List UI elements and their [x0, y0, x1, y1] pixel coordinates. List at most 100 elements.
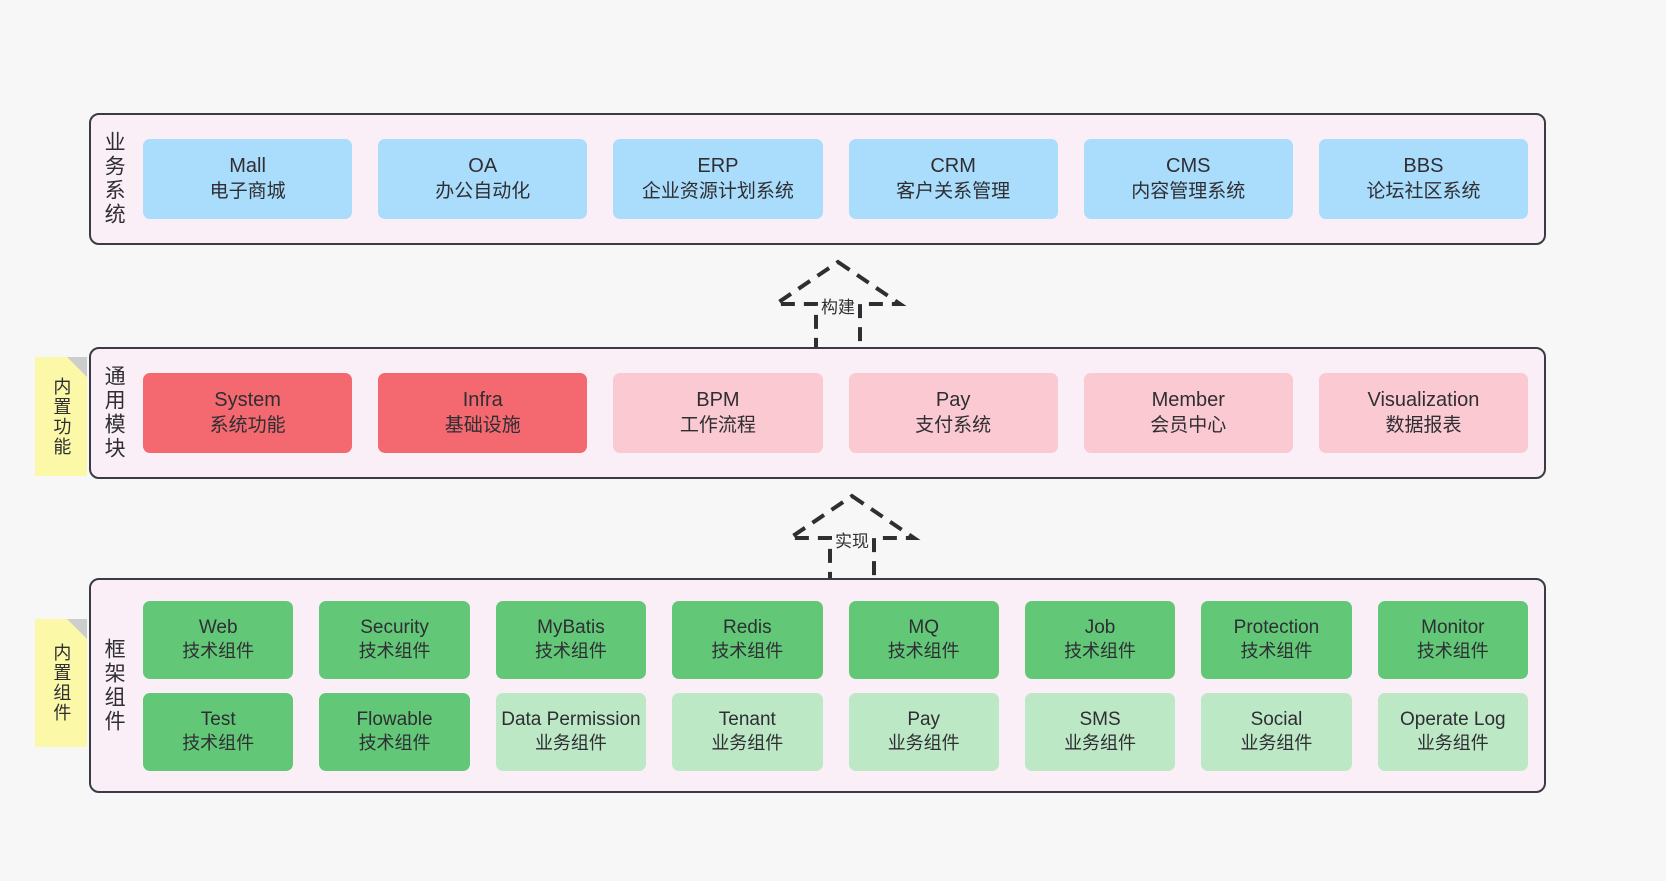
layer-title-common: 通用模块 [102, 365, 126, 461]
card-title-cn: 企业资源计划系统 [641, 180, 794, 202]
card-title-en: System [214, 389, 281, 412]
card-flowable[interactable]: Flowable 技术组件 [319, 692, 470, 771]
card-member[interactable]: Member 会员中心 [1083, 373, 1293, 453]
card-title-cn: 技术组件 [1064, 641, 1137, 662]
card-title-cn: 数据报表 [1385, 414, 1462, 436]
arrow-build: 构建 [748, 256, 928, 356]
card-title-cn: 业务组件 [534, 733, 607, 754]
card-title-cn: 客户关系管理 [896, 180, 1011, 202]
card-title-en: Pay [935, 389, 971, 412]
card-bpm[interactable]: BPM 工作流程 [613, 373, 823, 453]
card-row: Mall 电子商城 OA 办公自动化 ERP 企业资源计划系统 CRM 客户关系… [143, 139, 1529, 219]
card-title-en: Monitor [1421, 616, 1485, 638]
card-mq[interactable]: MQ 技术组件 [848, 600, 999, 679]
card-operate-log[interactable]: Operate Log 业务组件 [1377, 692, 1528, 771]
layer-common-modules: 通用模块 System 系统功能 Infra 基础设施 BPM 工作流程 Pay… [89, 347, 1546, 479]
card-title-en: Infra [462, 389, 503, 412]
card-title-en: MyBatis [537, 616, 605, 638]
card-bbs[interactable]: BBS 论坛社区系统 [1318, 139, 1529, 219]
card-redis[interactable]: Redis 技术组件 [672, 600, 823, 679]
card-title-cn: 支付系统 [915, 414, 992, 436]
card-title-en: Member [1151, 389, 1225, 412]
card-monitor[interactable]: Monitor 技术组件 [1377, 600, 1528, 679]
note-text: 内置功能 [51, 376, 72, 457]
card-security[interactable]: Security 技术组件 [319, 600, 470, 679]
card-title-cn: 会员中心 [1150, 414, 1227, 436]
card-social[interactable]: Social 业务组件 [1201, 692, 1352, 771]
layer-title-framework: 框架组件 [102, 637, 126, 734]
card-oa[interactable]: OA 办公自动化 [378, 139, 588, 219]
card-title-en: Protection [1233, 616, 1320, 638]
card-title-en: Redis [723, 616, 772, 638]
card-title-cn: 业务组件 [1064, 733, 1137, 754]
card-crm[interactable]: CRM 客户关系管理 [848, 139, 1058, 219]
card-title-en: Data Permission [501, 708, 641, 730]
card-title-en: CMS [1166, 155, 1211, 178]
note-builtin-components: 内置组件 [35, 619, 87, 747]
card-pay-business[interactable]: Pay 业务组件 [848, 692, 999, 771]
card-mall[interactable]: Mall 电子商城 [143, 139, 353, 219]
card-title-en: Operate Log [1399, 708, 1506, 730]
card-title-cn: 业务组件 [1240, 733, 1313, 754]
card-title-en: Social [1250, 708, 1303, 730]
card-title-en: Mall [229, 155, 266, 178]
card-title-cn: 业务组件 [1416, 733, 1489, 754]
card-title-en: Job [1084, 616, 1116, 638]
card-title-cn: 技术组件 [887, 641, 960, 662]
card-erp[interactable]: ERP 企业资源计划系统 [613, 139, 823, 219]
folded-corner-icon [67, 357, 87, 377]
layer-business-systems: 业务系统 Mall 电子商城 OA 办公自动化 ERP 企业资源计划系统 CRM… [89, 113, 1546, 245]
card-system[interactable]: System 系统功能 [143, 373, 353, 453]
layer-body-business: Mall 电子商城 OA 办公自动化 ERP 企业资源计划系统 CRM 客户关系… [135, 115, 1544, 243]
card-title-en: Web [198, 616, 238, 638]
card-title-cn: 论坛社区系统 [1366, 180, 1481, 202]
card-title-cn: 技术组件 [182, 641, 255, 662]
card-title-en: OA [468, 155, 498, 178]
card-row: System 系统功能 Infra 基础设施 BPM 工作流程 Pay 支付系统… [143, 373, 1529, 453]
layer-body-framework: Web 技术组件 Security 技术组件 MyBatis 技术组件 Redi… [135, 580, 1544, 791]
card-row: Test 技术组件 Flowable 技术组件 Data Permission … [143, 692, 1528, 771]
note-text: 内置组件 [51, 643, 72, 723]
card-title-en: BPM [696, 389, 740, 412]
card-mybatis[interactable]: MyBatis 技术组件 [495, 600, 647, 679]
card-title-en: CRM [930, 155, 976, 178]
card-web[interactable]: Web 技术组件 [143, 600, 294, 679]
card-data-permission[interactable]: Data Permission 业务组件 [495, 692, 647, 771]
card-visualization[interactable]: Visualization 数据报表 [1318, 373, 1529, 453]
card-title-cn: 技术组件 [1416, 641, 1489, 662]
card-title-cn: 系统功能 [209, 414, 286, 436]
card-title-en: Tenant [718, 708, 776, 730]
arrow-label-implement: 实现 [835, 532, 869, 551]
card-title-en: ERP [697, 155, 739, 178]
card-title-en: Flowable [356, 708, 433, 730]
card-title-en: MQ [908, 616, 939, 638]
card-title-en: Security [360, 616, 429, 638]
layer-title-business: 业务系统 [102, 131, 126, 227]
card-infra[interactable]: Infra 基础设施 [378, 373, 588, 453]
card-title-cn: 技术组件 [711, 641, 784, 662]
card-protection[interactable]: Protection 技术组件 [1201, 600, 1352, 679]
card-title-cn: 技术组件 [358, 641, 431, 662]
note-builtin-features: 内置功能 [35, 357, 87, 476]
card-sms[interactable]: SMS 业务组件 [1024, 692, 1176, 771]
card-title-cn: 办公自动化 [435, 180, 531, 202]
card-test[interactable]: Test 技术组件 [143, 692, 294, 771]
card-title-cn: 电子商城 [209, 180, 286, 202]
card-title-en: Visualization [1367, 389, 1480, 412]
layer-framework-components: 框架组件 Web 技术组件 Security 技术组件 MyBatis 技术组件… [89, 578, 1546, 793]
card-title-cn: 内容管理系统 [1131, 180, 1246, 202]
card-row: Web 技术组件 Security 技术组件 MyBatis 技术组件 Redi… [143, 600, 1528, 679]
card-title-cn: 工作流程 [679, 414, 756, 436]
card-pay[interactable]: Pay 支付系统 [848, 373, 1058, 453]
card-title-en: Test [200, 708, 236, 730]
arrow-label-build: 构建 [821, 298, 855, 317]
card-cms[interactable]: CMS 内容管理系统 [1083, 139, 1293, 219]
card-job[interactable]: Job 技术组件 [1024, 600, 1176, 679]
arrow-implement: 实现 [762, 490, 942, 590]
card-title-cn: 技术组件 [358, 733, 431, 754]
card-tenant[interactable]: Tenant 业务组件 [672, 692, 823, 771]
card-title-en: BBS [1403, 155, 1444, 178]
card-title-cn: 基础设施 [444, 414, 521, 436]
card-title-en: Pay [907, 708, 941, 730]
